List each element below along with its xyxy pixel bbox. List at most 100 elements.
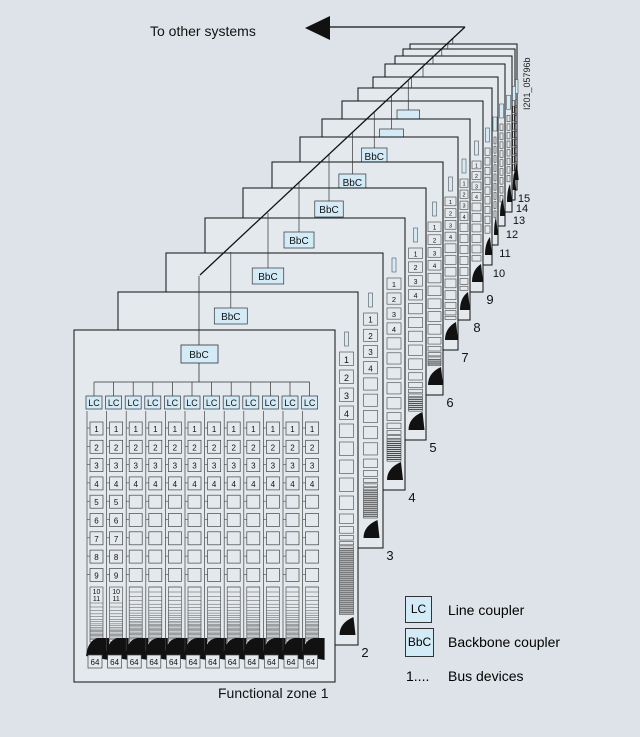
bus-device — [386, 277, 402, 290]
functional-zone-1: BbCLC123456789101164LC123456789101164LC1… — [73, 275, 336, 683]
bus-device — [226, 513, 241, 527]
bus-device-number: 4 — [462, 215, 465, 221]
bus-device-number: 2 — [310, 443, 315, 452]
legend-bbc-symbol: BbC — [405, 628, 434, 657]
bus-device — [148, 531, 163, 546]
bus-device-64 — [224, 654, 240, 669]
bus-device-number: 2 — [392, 295, 396, 304]
bus-device — [226, 476, 241, 491]
bus-device — [386, 438, 402, 442]
bus-device — [363, 508, 378, 511]
bus-device — [427, 352, 442, 357]
bus-device — [427, 221, 442, 232]
bus-device-number: 1 — [414, 251, 418, 258]
bus-device — [386, 449, 402, 452]
bus-device — [226, 494, 241, 509]
bus-device — [89, 476, 104, 491]
bus-device — [339, 580, 354, 583]
bus-device — [305, 531, 319, 546]
bus-device — [386, 322, 402, 335]
bus-device — [386, 441, 402, 444]
bus-device — [427, 272, 442, 284]
bus-device — [339, 602, 354, 605]
bus-device — [339, 541, 354, 546]
bus-device-number: 7 — [94, 535, 99, 544]
device-stack-shadow — [301, 638, 325, 660]
bus-device-64 — [303, 654, 318, 669]
bus-device — [408, 407, 423, 410]
bus-device — [339, 405, 354, 420]
device-stack — [285, 586, 300, 643]
bus-device — [408, 393, 423, 397]
bus-device — [339, 459, 354, 474]
bus-device-number: 1 — [368, 316, 373, 325]
bus-device — [128, 476, 143, 491]
bus-device — [493, 136, 497, 145]
bus-device — [339, 584, 354, 587]
bus-device — [148, 476, 163, 491]
bus-device — [459, 233, 469, 243]
bus-device-number: 4 — [153, 480, 158, 489]
bus-device — [339, 526, 354, 534]
bus-device — [363, 512, 378, 515]
bus-device — [408, 316, 423, 328]
line-coupler-label: LC — [88, 398, 100, 408]
bus-device — [363, 377, 378, 391]
bus-device — [363, 510, 378, 513]
backbone-coupler-label: BbC — [289, 236, 308, 247]
bus-device — [493, 182, 497, 191]
bus-device — [363, 470, 378, 477]
bus-device-number: 3 — [414, 279, 418, 286]
bus-device — [408, 247, 423, 259]
bus-device — [148, 494, 163, 509]
bus-device — [339, 600, 354, 603]
bus-device — [506, 175, 511, 183]
bus-device — [386, 453, 402, 456]
bus-device — [512, 139, 515, 147]
device-stack-shadow — [164, 638, 188, 660]
bus-device-number: 2 — [290, 443, 295, 452]
bus-device — [484, 225, 491, 234]
device-stack-shadow — [203, 638, 227, 660]
device-stack-shadow — [223, 638, 247, 660]
device-stack — [187, 586, 202, 643]
bus-device — [386, 430, 402, 435]
bus-device — [266, 531, 280, 546]
bus-device — [339, 582, 354, 585]
bus-device-number: 3 — [251, 462, 256, 471]
bus-device — [427, 324, 442, 335]
bus-device — [305, 568, 319, 582]
bus-device — [207, 439, 221, 454]
bus-device — [187, 549, 202, 564]
bus-device — [339, 351, 354, 366]
bus-device — [89, 568, 104, 582]
bus-device — [363, 345, 378, 358]
line-coupler — [301, 395, 318, 410]
device-stack — [226, 586, 241, 643]
bus-device — [305, 549, 319, 564]
backbone-coupler-label: BbC — [319, 205, 338, 216]
bus-device-number: 64 — [91, 658, 100, 667]
bus-device — [339, 558, 354, 561]
bus-device — [168, 476, 182, 491]
bus-device-number: 1 — [449, 200, 452, 206]
bus-device — [386, 307, 402, 320]
backbone-coupler — [314, 200, 344, 218]
bus-device-number: 2 — [192, 443, 197, 452]
bus-device — [363, 361, 378, 375]
bus-device-number: 1 — [392, 280, 396, 289]
backbone-coupler — [180, 344, 219, 364]
line-coupler-edge — [391, 257, 397, 273]
zone-number: 8 — [473, 320, 480, 335]
bus-device-number: 3 — [192, 462, 197, 471]
bus-device — [386, 352, 402, 365]
bus-device — [386, 397, 402, 410]
bus-device-number: 64 — [267, 658, 276, 667]
bus-device — [484, 167, 491, 176]
bus-device-64 — [126, 654, 142, 669]
line-coupler-label: LC — [186, 398, 198, 408]
line-coupler — [242, 395, 260, 410]
bus-device — [246, 494, 261, 509]
